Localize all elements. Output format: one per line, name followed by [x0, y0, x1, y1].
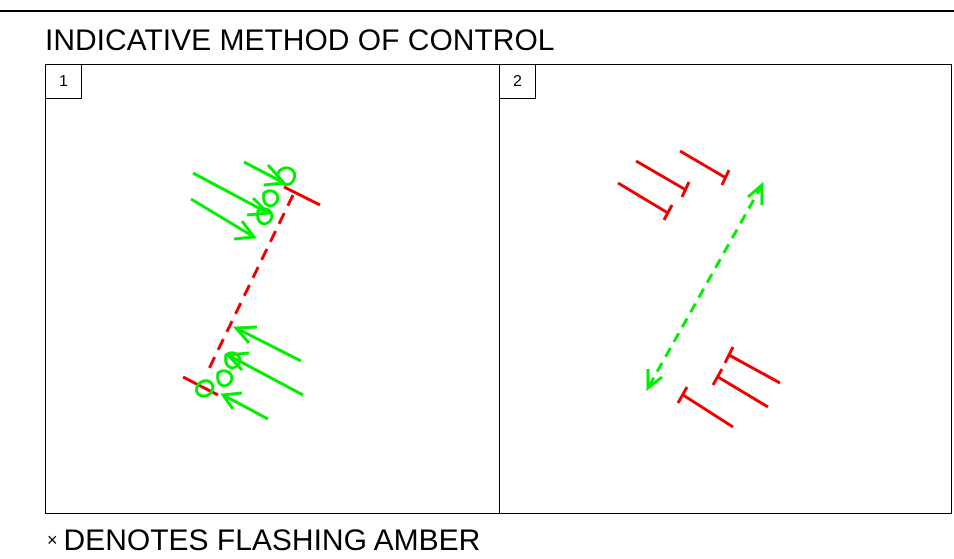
green-arrow: [222, 393, 269, 421]
stop-line-end-top: [283, 185, 321, 207]
footnote-text: DENOTES FLASHING AMBER: [63, 524, 481, 557]
green-arrow: [192, 171, 269, 215]
green-arrows-bottom: [195, 325, 304, 421]
red-stop-tick: [720, 169, 731, 186]
green-arrowhead: [232, 325, 258, 344]
panel-number-1: 1: [46, 65, 82, 99]
red-stop-bar: [682, 393, 734, 429]
red-stop-tick: [676, 386, 689, 404]
green-dashed-arrow: [646, 184, 764, 389]
green-arrowhead-top: [747, 181, 764, 205]
panel-1-diagram: [182, 160, 321, 421]
green-arrow: [235, 326, 302, 363]
red-stop-tick: [662, 204, 674, 221]
red-stop-tick: [680, 181, 691, 198]
panel-number-2: 2: [500, 65, 536, 99]
green-arrowhead: [233, 220, 257, 241]
flashing-amber-mark: [224, 351, 242, 370]
top-rule: [0, 10, 954, 12]
green-arrowhead: [220, 391, 243, 410]
red-stop-bar: [679, 149, 727, 180]
flashing-amber-mark: [276, 166, 297, 187]
stop-line-dashed: [204, 194, 295, 376]
flashing-amber-mark: [262, 189, 280, 208]
red-stop-signals-top: [617, 149, 731, 221]
red-stop-bar: [617, 181, 669, 215]
red-stop-bar: [728, 353, 781, 385]
panel-1: 1: [45, 64, 500, 514]
green-arrowhead-bottom: [646, 369, 663, 392]
flashing-amber-symbol: ×: [47, 530, 58, 550]
red-stop-tick: [711, 368, 724, 386]
green-arrowhead: [246, 196, 272, 217]
green-arrow: [243, 160, 285, 185]
panel-2: 2: [499, 64, 952, 514]
green-arrows-top: [190, 160, 297, 241]
panel-2-diagram: [617, 149, 781, 429]
flashing-amber-mark: [256, 207, 274, 226]
page-title: INDICATIVE METHOD OF CONTROL: [45, 24, 555, 57]
red-stop-bar: [717, 375, 769, 409]
green-arrow: [190, 197, 255, 239]
flashing-amber-mark: [195, 379, 215, 398]
flashing-amber-mark: [216, 369, 234, 388]
red-stop-bar: [635, 159, 687, 192]
footnote: ×DENOTES FLASHING AMBER: [47, 522, 480, 559]
red-stop-signals-bottom: [676, 346, 781, 429]
red-stop-tick: [723, 346, 735, 364]
